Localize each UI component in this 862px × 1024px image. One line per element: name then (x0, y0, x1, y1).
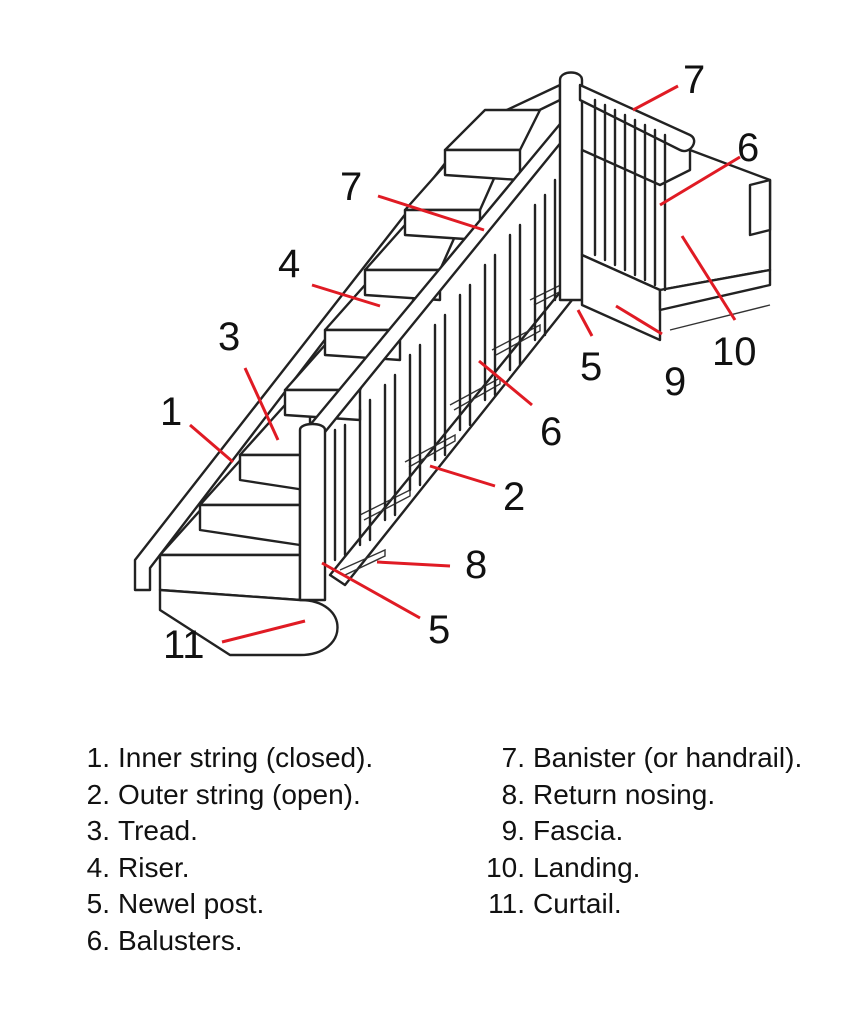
callout-1: 1 (160, 390, 182, 434)
legend-item: 6.Balusters. (70, 923, 373, 960)
legend-label: Inner string (closed). (118, 742, 374, 773)
callout-6-right: 6 (737, 126, 759, 170)
leader-lines (189, 84, 741, 644)
legend-label: Curtail. (533, 888, 622, 919)
legend-number: 10. (486, 851, 525, 883)
legend-number: 5. (86, 888, 110, 919)
callout-11: 11 (163, 623, 205, 667)
legend-number: 4. (86, 851, 110, 883)
legend-number: 3. (86, 815, 110, 846)
legend-item: 7. Banister (or handrail). (470, 740, 803, 777)
callout-2: 2 (503, 475, 525, 519)
legend-item: 8.Return nosing. (470, 777, 802, 814)
legend-label: Fascia. (533, 815, 624, 846)
legend-number: 1. (86, 742, 110, 773)
balusters (333, 168, 567, 562)
legend-item: 2.Outer string (open). (70, 777, 373, 814)
legend-label: Newel post. (118, 888, 265, 919)
legend-number: 6. (86, 924, 110, 956)
callout-6-left: 6 (540, 410, 562, 454)
callout-7-left: 7 (340, 165, 362, 209)
legend-label: Riser. (118, 851, 190, 883)
callout-8: 8 (465, 543, 487, 587)
legend-item: 11. Curtail. (470, 886, 802, 923)
legend-label: Banister (or handrail). (533, 742, 803, 773)
callout-7-right: 7 (683, 58, 705, 102)
callout-10: 10 (712, 330, 757, 374)
legend-label: Outer string (open). (118, 778, 361, 810)
landing-handrail (578, 83, 696, 153)
legend-item: 3. Tread. (70, 813, 373, 850)
staircase-diagram: 1 3 4 7 7 6 5 9 10 6 2 8 5 11 (133, 58, 772, 667)
legend-number: 8. (501, 778, 525, 810)
legend-number: 11. (488, 888, 525, 919)
newel-post-top (558, 71, 584, 302)
legend-left-column: 1. Inner string (closed). 2.Outer string … (70, 740, 374, 960)
legend-item: 9. Fascia. (470, 813, 802, 850)
legend-label: Return nosing. (533, 778, 716, 810)
callout-4: 4 (278, 242, 300, 286)
callout-numbers: 1 3 4 7 7 6 5 9 10 6 2 8 5 11 (160, 58, 759, 667)
legend-number: 2. (86, 778, 110, 810)
legend-number: 7. (501, 742, 525, 773)
legend-label: Balusters. (118, 924, 243, 956)
legend-item: 4.Riser. (70, 850, 373, 887)
curtail-step (158, 588, 339, 657)
callout-5-top: 5 (580, 345, 602, 389)
legend-item: 10.Landing. (470, 850, 802, 887)
legend-number: 9. (501, 815, 525, 846)
landing (580, 148, 772, 342)
callout-9: 9 (664, 360, 686, 404)
callout-5-bottom: 5 (428, 608, 450, 652)
legend-item: 1. Inner string (closed). (70, 740, 374, 777)
legend-label: Landing. (533, 851, 641, 883)
newel-post-bottom (298, 422, 327, 602)
legend-item: 5. Newel post. (70, 886, 373, 923)
legend-label: Tread. (118, 815, 198, 846)
legend-right-column: 7. Banister (or handrail). 8.Return nosin… (470, 740, 802, 923)
landing-balusters (593, 98, 667, 292)
callout-3: 3 (218, 315, 240, 359)
